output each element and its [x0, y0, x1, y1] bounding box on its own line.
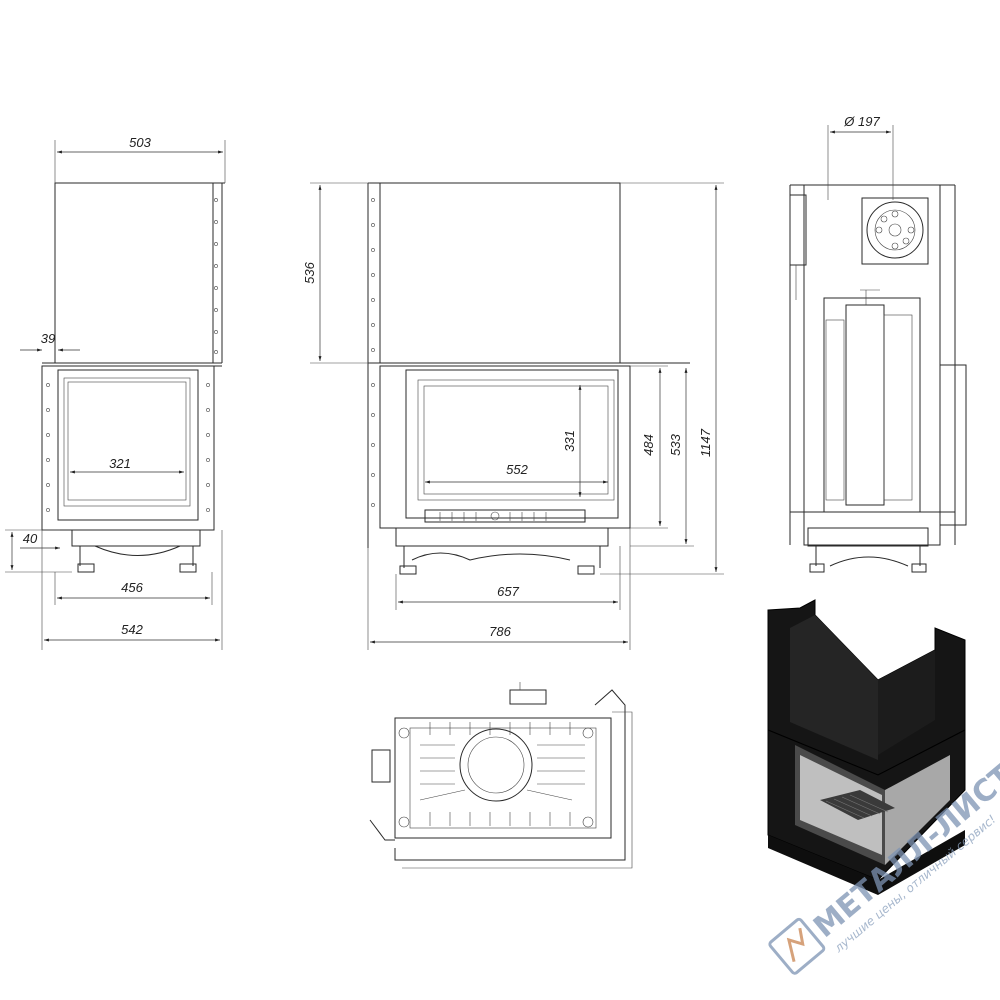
dim-side-base-width: 657 [497, 584, 519, 599]
dim-front-leg-height: 40 [23, 531, 38, 546]
dim-front-glass-width: 321 [109, 456, 131, 471]
side-view [367, 182, 690, 575]
dim-side-glass-width: 552 [506, 462, 528, 477]
dim-front-glass-offset: 39 [41, 331, 55, 346]
dim-side-frame-height: 533 [668, 433, 683, 455]
dim-front-total-width: 542 [121, 622, 143, 637]
dim-side-glass-height: 331 [562, 430, 577, 452]
dim-front-width: 503 [129, 135, 151, 150]
dim-flue-diameter: Ø 197 [843, 114, 880, 129]
dimension-labels: 503 39 321 40 456 542 536 331 552 484 53… [23, 114, 881, 639]
fireplace-render [767, 599, 966, 895]
dim-side-total-width: 786 [489, 624, 511, 639]
dim-side-top-height: 536 [302, 261, 317, 283]
top-view [369, 682, 633, 869]
dim-front-base-width: 456 [121, 580, 143, 595]
back-view [789, 184, 967, 573]
dimension-lines [5, 125, 894, 650]
dim-side-total-height: 1147 [698, 428, 713, 457]
front-view [41, 182, 225, 573]
dim-side-door-height: 484 [641, 434, 656, 456]
watermark-logo-icon [768, 917, 826, 975]
